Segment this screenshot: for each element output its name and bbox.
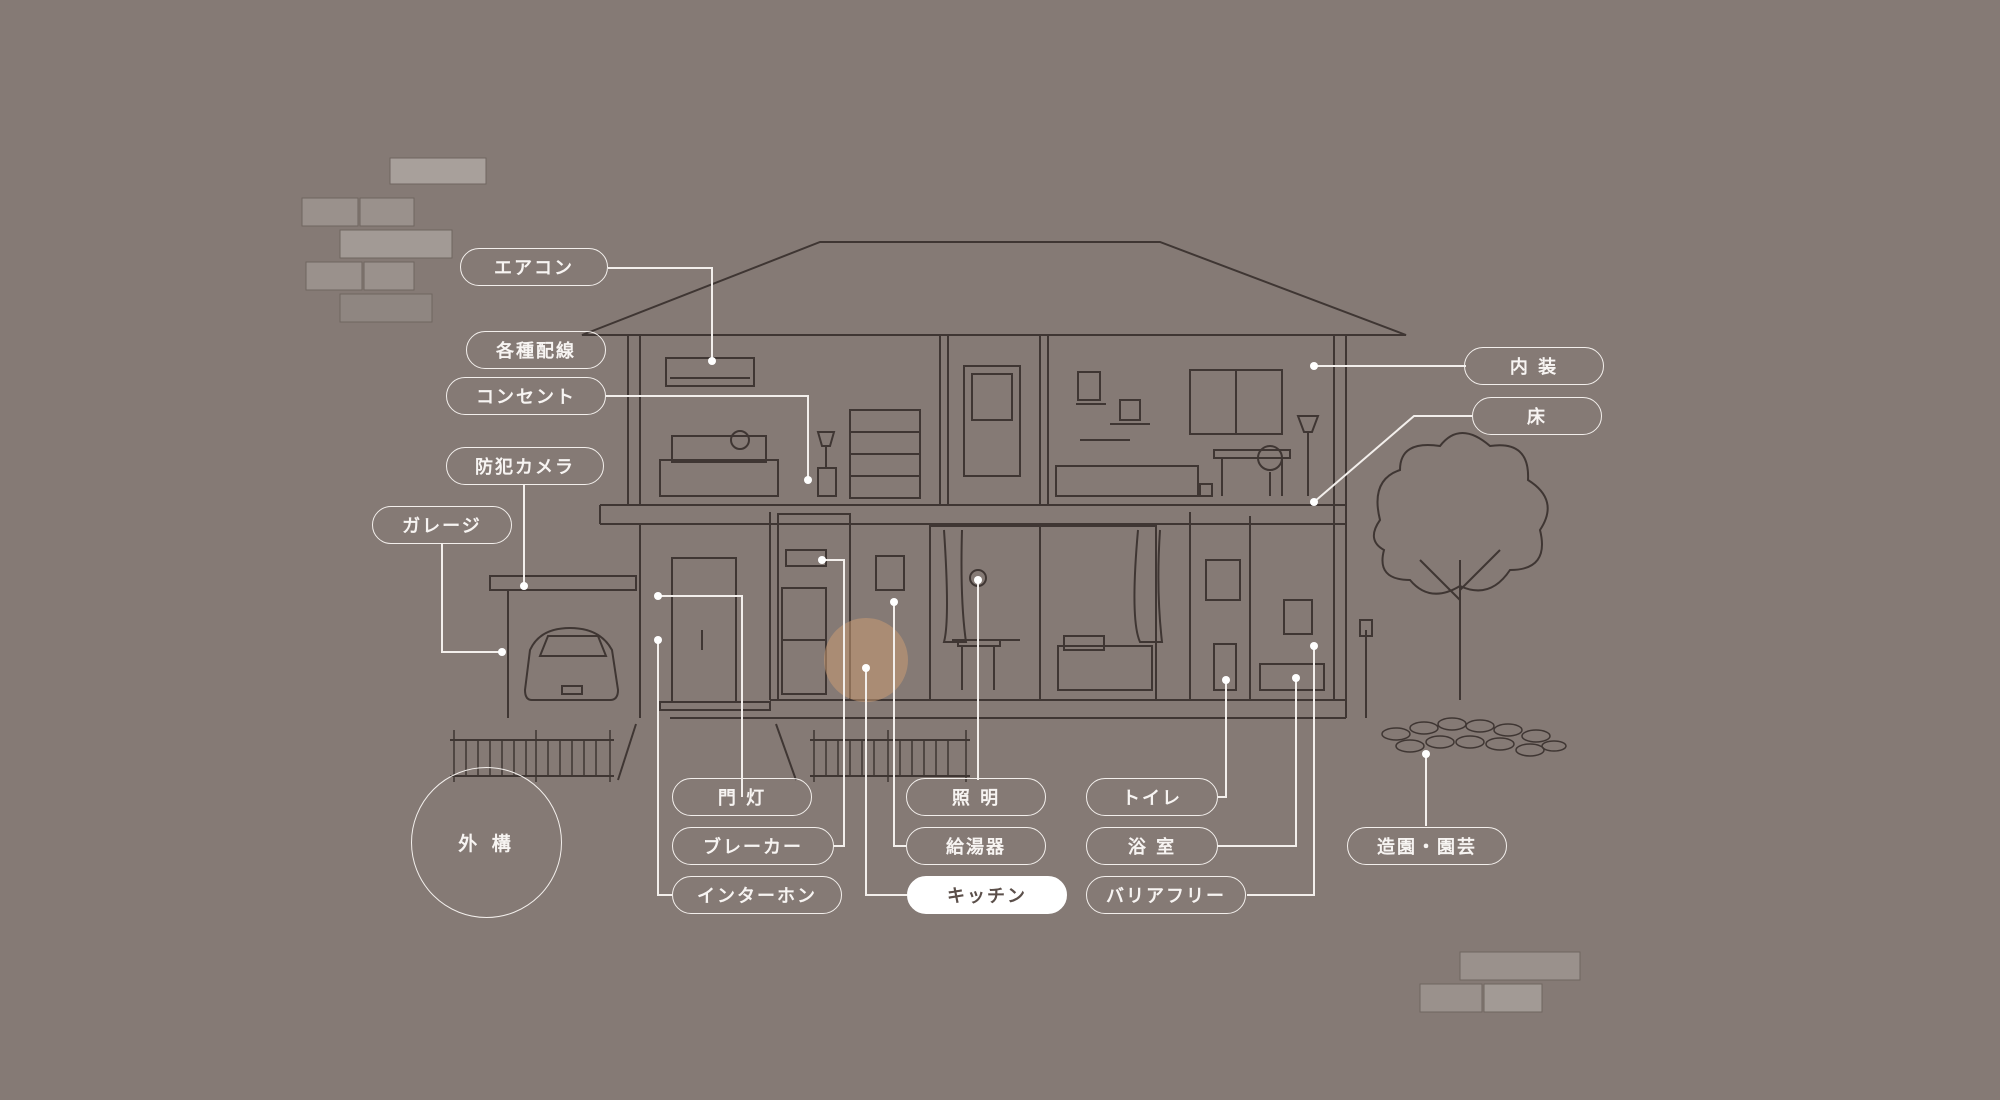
brick-decoration-bottom-right [1419, 951, 1581, 1013]
label-landscaping[interactable]: 造園・園芸 [1347, 827, 1507, 865]
connector-dots [498, 357, 1430, 758]
label-intercom[interactable]: インターホン [672, 876, 842, 914]
label-interior[interactable]: 内 装 [1464, 347, 1604, 385]
fence [450, 730, 970, 782]
label-aircon[interactable]: エアコン [460, 248, 608, 286]
label-wiring[interactable]: 各種配線 [466, 331, 606, 369]
stepping-stones [1381, 717, 1567, 757]
house-structure [489, 241, 1407, 781]
label-barrier-free[interactable]: バリアフリー [1086, 876, 1246, 914]
label-garage[interactable]: ガレージ [372, 506, 512, 544]
label-water-heater[interactable]: 給湯器 [906, 827, 1046, 865]
label-outlet[interactable]: コンセント [446, 377, 606, 415]
tree [1373, 432, 1549, 700]
label-exterior[interactable]: 外 構 [411, 767, 562, 918]
label-floor[interactable]: 床 [1472, 397, 1602, 435]
label-gate-light[interactable]: 門 灯 [672, 778, 812, 816]
label-lighting[interactable]: 照 明 [906, 778, 1046, 816]
brick-decoration-top-left [301, 157, 487, 323]
label-toilet[interactable]: トイレ [1086, 778, 1218, 816]
label-bathroom[interactable]: 浴 室 [1086, 827, 1218, 865]
label-security-camera[interactable]: 防犯カメラ [446, 447, 604, 485]
connector-lines [441, 267, 1472, 896]
label-kitchen[interactable]: キッチン [907, 876, 1067, 914]
label-breaker[interactable]: ブレーカー [672, 827, 834, 865]
